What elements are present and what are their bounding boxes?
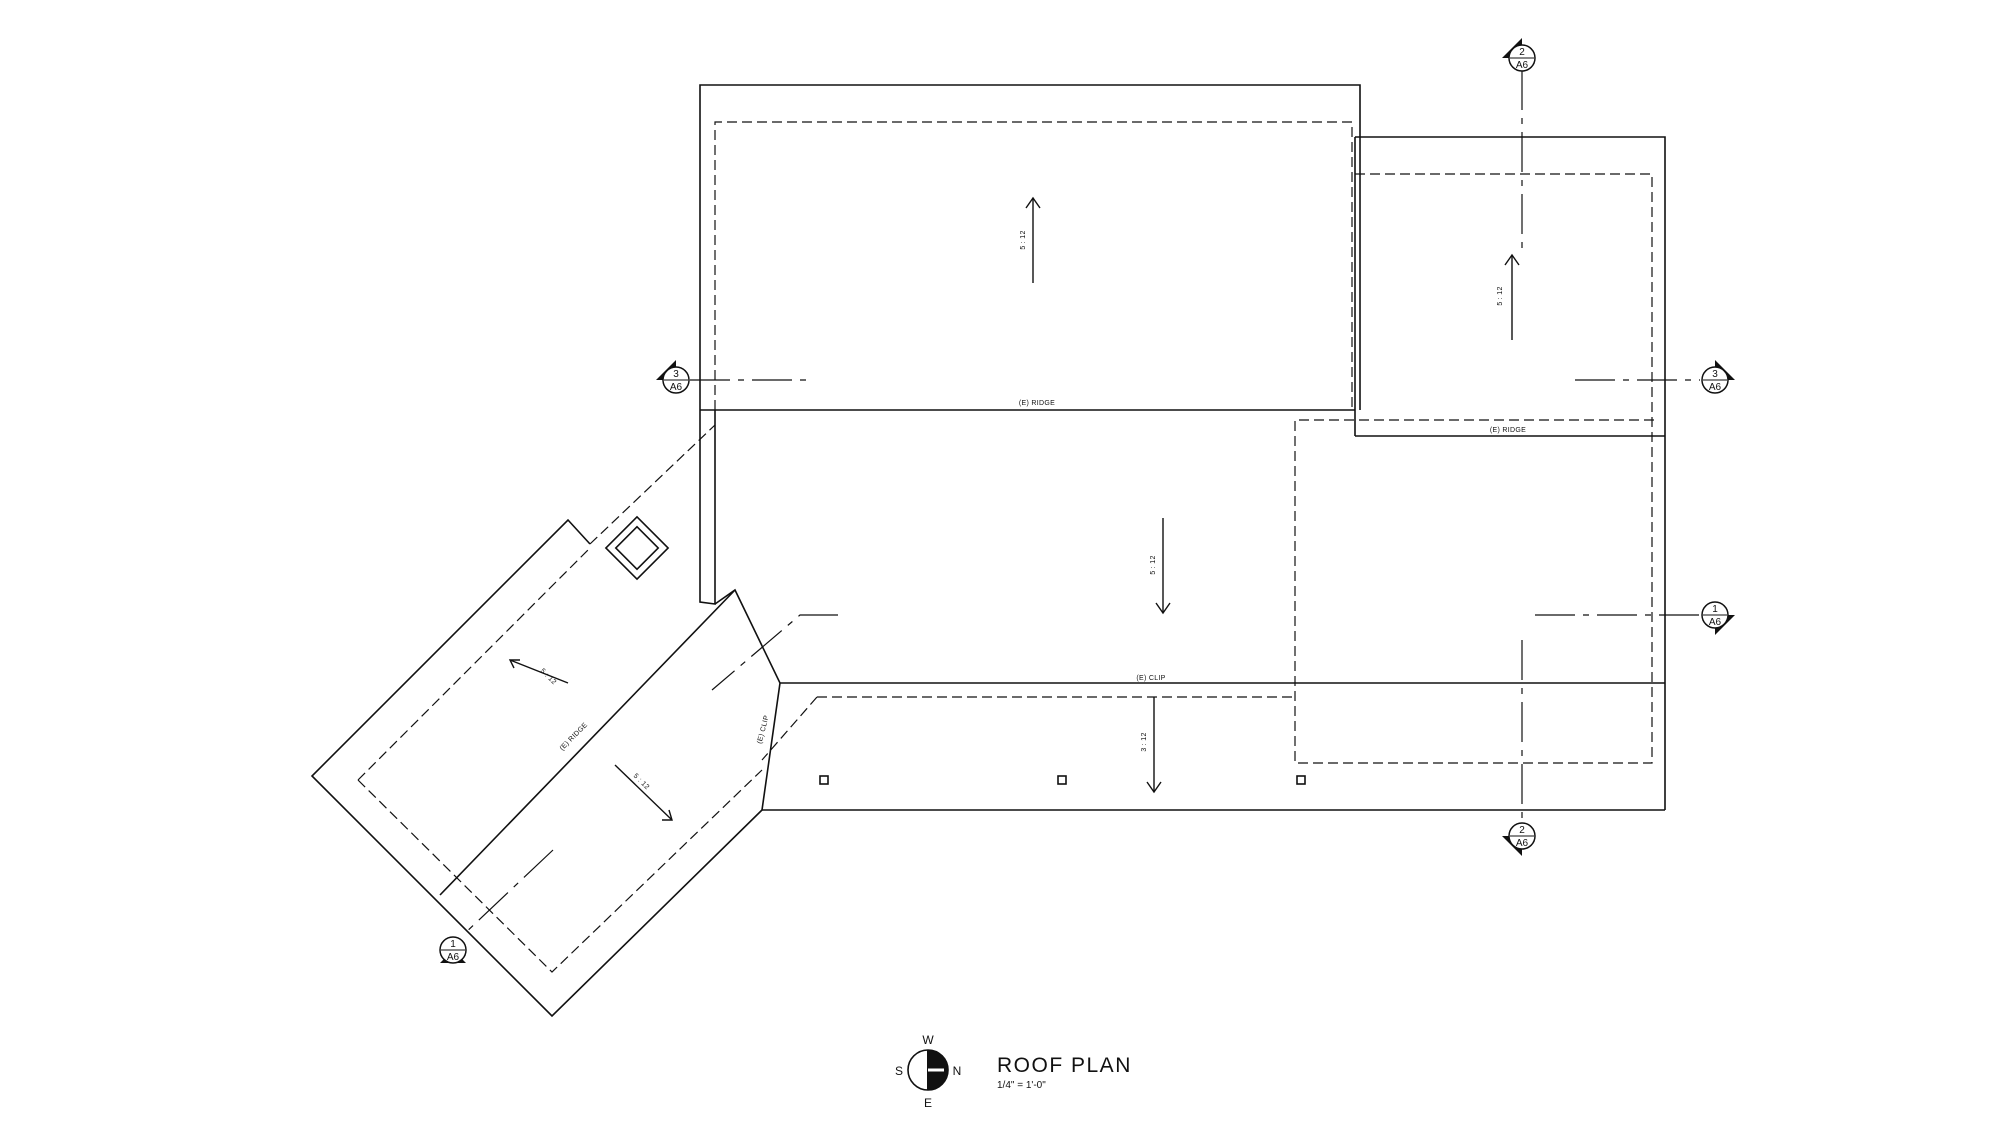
slope-arrow-wing-upper: [508, 659, 569, 684]
sheet-scale: 1/4" = 1'-0": [997, 1080, 1046, 1091]
slope-label-wing-lower: 5 : 12: [632, 773, 651, 792]
drain-square: [1296, 775, 1306, 785]
section-markers: 2 A6 3 A6 3 A6 1 A6: [439, 38, 1735, 964]
slope-arrow-wing-lower: [614, 764, 673, 821]
wall-lines: [357, 121, 1655, 973]
slope-arrow-lower: [1146, 697, 1162, 794]
slope-label-middle: 5 : 12: [1150, 555, 1157, 574]
sheet-title: ROOF PLAN: [997, 1054, 1132, 1077]
compass-left-letter: S: [895, 1064, 903, 1078]
clip-label-main: (E) CLIP: [1136, 675, 1165, 682]
ridge-label-upper: (E) RIDGE: [1019, 400, 1055, 407]
section-marker-2-top: 2 A6: [1502, 38, 1536, 72]
ridge-label-wing: (E) RIDGE: [559, 722, 590, 753]
slope-arrow-right-wing: [1504, 253, 1520, 340]
drain-square: [819, 775, 829, 785]
slope-arrow-middle: [1155, 518, 1171, 615]
roof-outline: [699, 84, 1666, 811]
drain-square: [1057, 775, 1067, 785]
section-marker-3-right: 3 A6: [1701, 360, 1735, 394]
slope-label-upper: 5 : 12: [1020, 230, 1027, 249]
slope-arrow-upper: [1025, 196, 1041, 283]
drawing-title: ROOF PLAN 1/4" = 1'-0": [997, 1054, 1132, 1091]
compass: W S N E: [895, 1033, 961, 1110]
marker-number: 1: [1712, 604, 1718, 615]
ridge-label-right: (E) RIDGE: [1490, 427, 1526, 434]
marker-number: 3: [673, 369, 679, 380]
marker-number: 2: [1519, 47, 1525, 58]
roof-drains: [819, 775, 1306, 785]
clip-label-wing: (E) CLIP: [756, 715, 770, 745]
section-marker-1-right: 1 A6: [1701, 601, 1735, 635]
compass-right-letter: N: [953, 1064, 962, 1078]
slope-label-lower: 3 : 12: [1141, 732, 1148, 751]
annotations: (E) RIDGE (E) RIDGE (E) CLIP (E) RIDGE (…: [539, 230, 1526, 791]
section-marker-2-bottom: 2 A6: [1502, 822, 1536, 856]
compass-bottom-letter: E: [924, 1096, 932, 1110]
marker-sheet: A6: [1709, 382, 1722, 393]
section-cut-lines: [462, 70, 1700, 936]
section-marker-3-left: 3 A6: [656, 360, 690, 394]
marker-number: 2: [1519, 825, 1525, 836]
slope-label-right-wing: 5 : 12: [1497, 286, 1504, 305]
marker-sheet: A6: [1516, 838, 1529, 849]
section-marker-1-left: 1 A6: [439, 936, 467, 964]
compass-top-letter: W: [922, 1033, 934, 1047]
marker-number: 1: [450, 939, 456, 950]
marker-sheet: A6: [670, 382, 683, 393]
marker-sheet: A6: [447, 952, 460, 963]
angled-wing: [310, 424, 763, 1018]
slope-arrows: [508, 196, 1520, 821]
roof-lines: [439, 409, 1665, 896]
marker-sheet: A6: [1516, 60, 1529, 71]
marker-number: 3: [1712, 369, 1718, 380]
marker-sheet: A6: [1709, 617, 1722, 628]
